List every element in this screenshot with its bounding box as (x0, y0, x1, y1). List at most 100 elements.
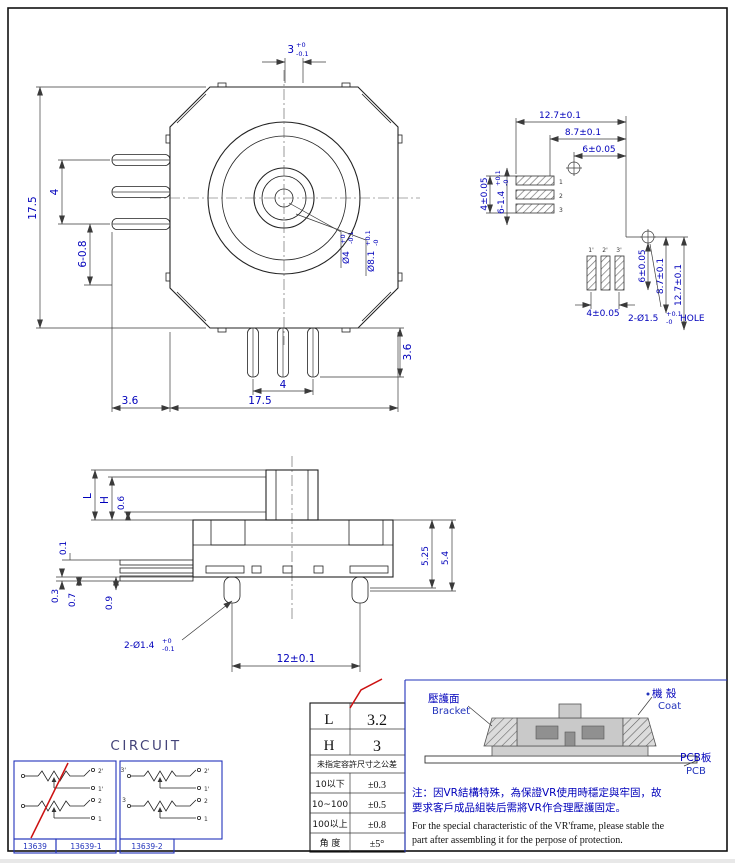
dim-tol: +0.1 (494, 170, 502, 186)
note-line-en: For the special characteristic of the VR… (412, 821, 665, 832)
terminal-label: 2' (204, 768, 210, 775)
table-cell: 角 度 (320, 837, 341, 849)
bracket-label-cn: 壓護面 (428, 692, 460, 705)
potentiometer-symbol (20, 798, 96, 821)
dim-text: 2-Ø1.5 (628, 313, 658, 324)
potentiometer-symbol (127, 768, 201, 791)
terminal-label: 1 (204, 816, 208, 823)
terminal-label: 1' (98, 786, 104, 793)
tolerance-table: L 3.2 H 3 未指定容許尺寸之公差 10以下 ±0.3 10~100 ±0… (309, 678, 406, 853)
dim-text: 8.7±0.1 (565, 128, 601, 138)
side-terminals (111, 154, 171, 230)
dim-text: 12.7±0.1 (674, 264, 684, 306)
pin-number: 1 (559, 179, 563, 186)
mount-foot (351, 576, 369, 604)
front-view: L H 0.6 0.1 0.3 0.7 0.9 (51, 456, 456, 672)
part-number: 13639-1 (70, 842, 102, 851)
dim-text: HOLE (680, 314, 705, 324)
terminal-label: 2' (98, 768, 104, 775)
terminal-label: 2 (98, 798, 102, 805)
dim-text: 5.4 (441, 551, 451, 566)
table-cell: 10~100 (312, 800, 348, 810)
dim-pin-length: 6-0.8 (77, 223, 112, 286)
center-lines (150, 70, 420, 345)
dim-text: 6-0.8 (77, 240, 89, 267)
pin-number: 3 (559, 207, 563, 214)
dim-boss-dia: Ø8.1 +0.1 -0 (295, 213, 380, 276)
coat-label-en: Coat (658, 701, 681, 712)
dim-tol: +0 (296, 41, 306, 49)
dim-525: 5.25 (370, 519, 456, 589)
dim-body-height: 17.5 (27, 86, 206, 329)
dim-tol: +0.1 (666, 310, 682, 318)
table-cell: H (324, 738, 335, 754)
dim-text: 5.25 (421, 546, 431, 566)
terminal-label: 1' (204, 786, 210, 793)
dim-text: 0.6 (117, 496, 127, 511)
dim-text: 17.5 (27, 196, 39, 219)
assembly-illustration: 壓護面 Bracket 機 殼 Coat PCB板 PCB (424, 687, 712, 777)
assembly-notes: 注：因VR結構特殊，為保證VR使用時穩定與牢固，故 要求客戶成品組裝后需將VR作… (412, 786, 665, 846)
dim-pin-span: 4 (49, 159, 110, 225)
front-terminals (119, 559, 194, 582)
pin-number: 3' (616, 247, 622, 254)
sheet-border (7, 7, 728, 852)
dim-tol: +0 (162, 637, 172, 645)
dim-text: 12±0.1 (277, 653, 316, 665)
dim-H: H (99, 476, 266, 521)
dim-tol: +0.1 (364, 230, 372, 246)
pcb-board (424, 755, 698, 764)
pin-number: 2 (559, 193, 563, 200)
pcb-label-cn: PCB板 (680, 751, 712, 764)
pin-number: 1' (588, 247, 594, 254)
dim-tol: -0.1 (296, 50, 309, 58)
table-header: 未指定容許尺寸之公差 (317, 759, 397, 769)
terminal-detail-views: 1 2 3 12.7±0.1 8.7±0.1 6±0.05 4±0.05 (480, 111, 705, 331)
bottom-terminals (247, 327, 319, 378)
dim-tol: +0 (339, 234, 347, 244)
bracket-left (483, 717, 518, 747)
dim-tol: -0.1 (347, 231, 355, 244)
dim-127-top: 12.7±0.1 8.7±0.1 6±0.05 (515, 111, 627, 176)
dim-tol: -0 (372, 240, 380, 246)
dim-01: 0.1 (59, 541, 120, 561)
dim-text: 3.6 (402, 343, 414, 360)
coat-label-cn: 機 殼 (652, 687, 677, 700)
table-cell: ±0.3 (368, 780, 386, 791)
dim-06: 0.6 (117, 496, 266, 521)
potentiometer-symbol (127, 798, 201, 821)
dim-tol: -0 (666, 318, 672, 326)
dim-4-left: 4±0.05 (480, 175, 516, 214)
table-cell: 100以上 (312, 819, 347, 830)
dim-4-bottom: 4±0.05 (575, 292, 635, 319)
dim-text: 12.7±0.1 (539, 111, 581, 121)
note-line-en: part after assembling it for the perpose… (412, 835, 623, 846)
hole-center-mark (566, 160, 582, 176)
dim-12: 12±0.1 (231, 603, 361, 672)
red-revision-mark (30, 762, 69, 839)
dim-text: 0.1 (59, 541, 69, 555)
dim-text: 4±0.05 (586, 309, 619, 319)
terminal-group-vertical: 1' 2' 3' (586, 247, 625, 291)
dim-text: 6±0.05 (582, 145, 615, 155)
dim-614-left: 6-1.4 +0.1 -0 (494, 167, 510, 226)
terminal-group-horizontal: 1 2 3 (515, 175, 563, 214)
note-line-cn: 注：因VR結構特殊，為保證VR使用時穩定與牢固，故 (412, 786, 662, 799)
part-number: 13639-2 (131, 842, 163, 851)
hole-callout: 2-Ø1.5 +0.1 -0 HOLE (628, 243, 705, 326)
pin-number: 2' (602, 247, 608, 254)
dim-text: 4 (49, 188, 61, 195)
terminal-label: 2 (204, 798, 208, 805)
dim-text: H (99, 496, 111, 504)
mount-foot (223, 576, 241, 604)
dim-shaft-dia: Ø4 +0 -0.1 (288, 202, 355, 268)
dim-text: 2-Ø1.4 (124, 640, 155, 651)
dim-text: 6-1.4 (497, 190, 507, 214)
hole-center-mark (640, 229, 656, 245)
circuit-section: CIRCUIT 2' 1' 2 1 13 (13, 738, 223, 854)
dim-right-stack: 6±0.05 8.7±0.1 12.7±0.1 (638, 236, 688, 331)
potentiometer-symbol (20, 768, 96, 791)
dim-top-slot: 3 +0 -0.1 (262, 41, 326, 83)
